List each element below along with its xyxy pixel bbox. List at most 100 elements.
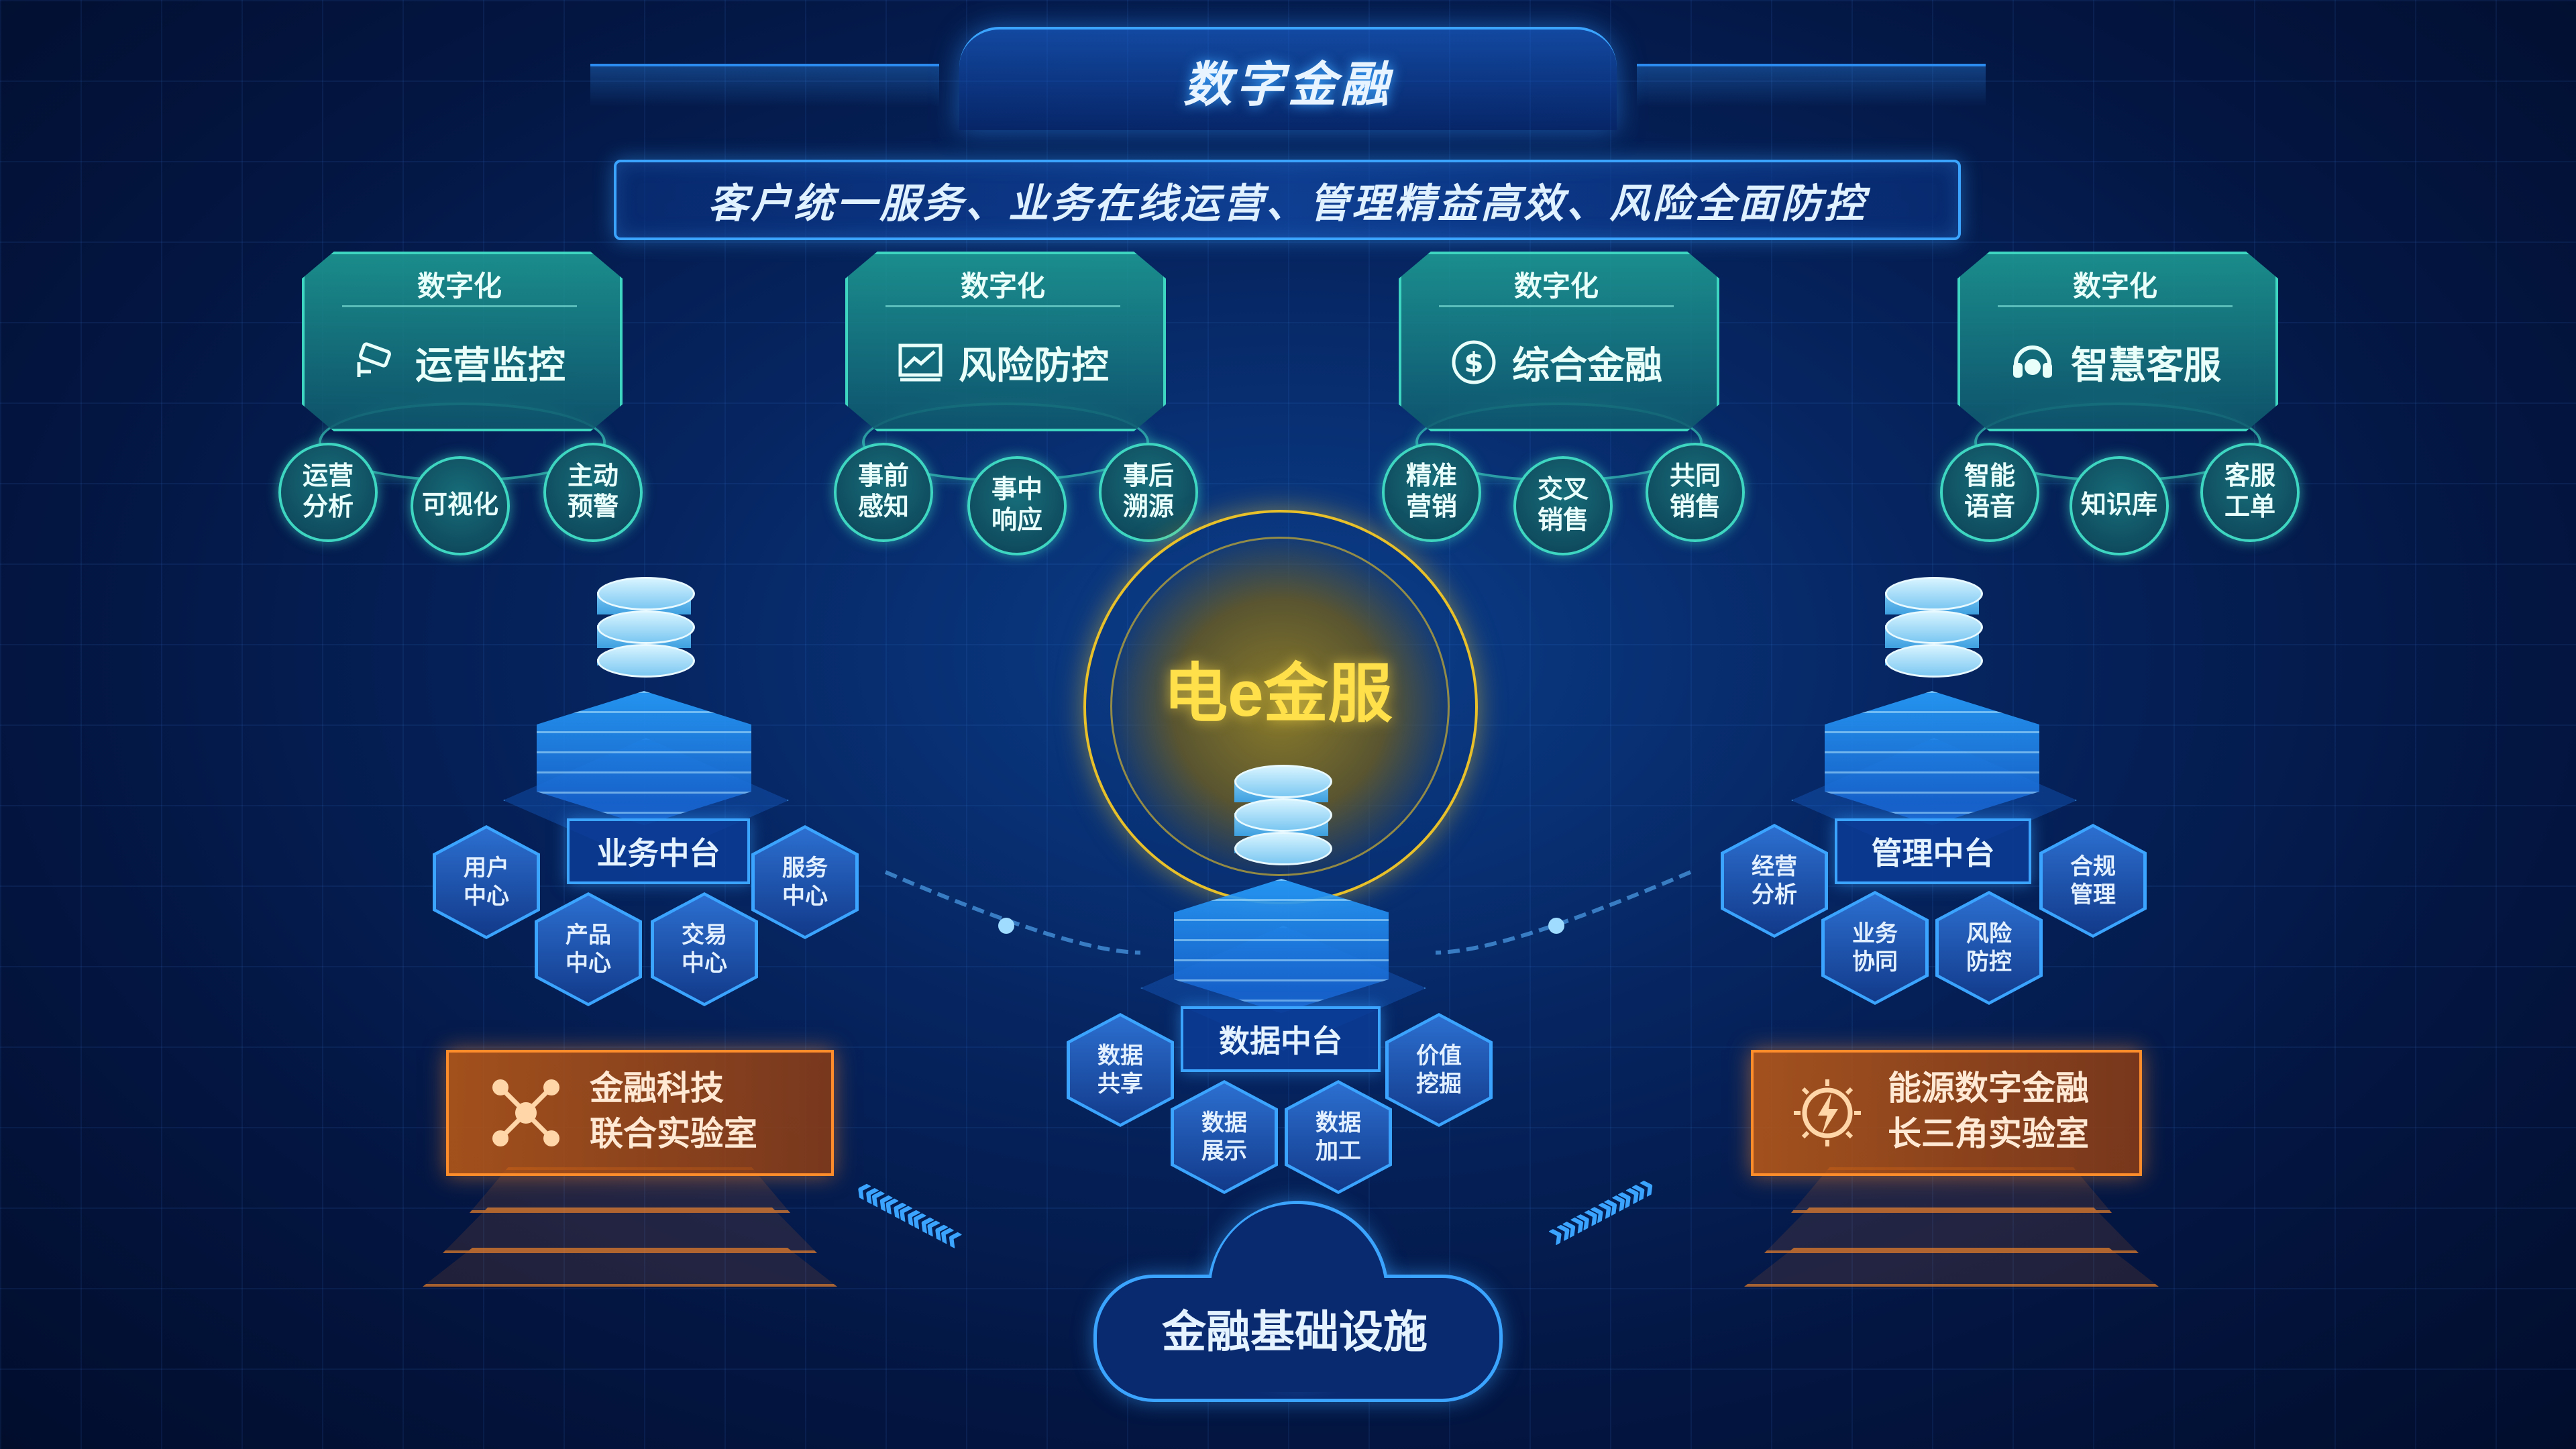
module-title-row: 智慧客服: [1957, 325, 2273, 399]
hex-label: 价值 挖掘: [1389, 1016, 1489, 1124]
hex-label: 服务 中心: [755, 828, 855, 936]
bubble-item[interactable]: 客服 工单: [2200, 443, 2300, 542]
module-divider: [885, 305, 1120, 307]
module-subtitle: 数字化: [960, 270, 1045, 302]
database-icon: [597, 577, 695, 678]
module-card: [1957, 252, 2278, 431]
page-title: 数字金融: [1183, 58, 1393, 112]
database-icon: [1234, 765, 1332, 865]
dollar-icon: $: [1452, 340, 1496, 384]
bubble-item[interactable]: 运营 分析: [278, 443, 378, 542]
module-title: 智慧客服: [2071, 343, 2221, 386]
bubble-item[interactable]: 智能 语音: [1940, 443, 2039, 542]
infrastructure-cloud[interactable]: [1093, 1194, 1503, 1402]
hex-label: 交易 中心: [654, 896, 755, 1003]
module-card: [1399, 252, 1719, 431]
lab-line2: 联合实验室: [590, 1114, 757, 1152]
lab-line1: 金融科技: [590, 1069, 724, 1107]
bubble-item[interactable]: 交叉 销售: [1513, 456, 1613, 555]
lab-line1: 能源数字金融: [1888, 1069, 2089, 1107]
hex-label: 产品 中心: [538, 896, 639, 1003]
bubble-item[interactable]: 共同 销售: [1646, 443, 1745, 542]
lab-title: 金融科技 联合实验室: [590, 1066, 757, 1157]
slogan-text: 客户统一服务、业务在线运营、管理精益高效、风险全面防控: [708, 180, 1867, 226]
hex-label: 数据 展示: [1174, 1083, 1275, 1191]
module-divider: [342, 305, 577, 307]
bubble-item[interactable]: 精准 营销: [1382, 443, 1481, 542]
infrastructure-label: 金融基础设施: [1162, 1307, 1428, 1356]
module-divider: [1439, 305, 1674, 307]
bubble-item[interactable]: 可视化: [411, 456, 510, 555]
core-title[interactable]: 电e金服: [1163, 657, 1393, 730]
hex-label: 数据 共享: [1070, 1016, 1171, 1124]
lab-stack-layer: [443, 1208, 817, 1253]
tower-lines: [537, 691, 751, 825]
lab-energy[interactable]: 能源数字金融 长三角实验室: [1751, 1050, 2142, 1176]
lightning-icon: [1794, 1079, 1861, 1146]
tower-lines: [1825, 691, 2039, 825]
database-icon: [1885, 577, 1983, 678]
hex-item[interactable]: 产品 中心: [535, 892, 642, 1006]
module-subtitle: 数字化: [1513, 270, 1599, 302]
business-tower: [503, 577, 789, 863]
hex-label: 业务 协同: [1825, 894, 1925, 1002]
module-divider: [1998, 305, 2233, 307]
management-tower: [1791, 577, 2077, 863]
bubble-item[interactable]: 事前 感知: [834, 443, 933, 542]
module-integrated-finance[interactable]: 数字化 $ 综合金融: [1399, 252, 1719, 533]
hex-label: 风险 防控: [1939, 894, 2039, 1002]
management-platform-label[interactable]: 管理中台: [1835, 818, 2031, 884]
hex-item[interactable]: 服务 中心: [751, 825, 859, 939]
network-icon: [492, 1079, 559, 1146]
hex-item[interactable]: 经营 分析: [1721, 824, 1828, 938]
hex-item[interactable]: 合规 管理: [2039, 824, 2147, 938]
module-title-row: 风险防控: [845, 325, 1161, 399]
lab-stack-layer: [423, 1248, 837, 1287]
hex-label: 用户 中心: [436, 828, 537, 936]
svg-text:$: $: [1464, 346, 1483, 379]
hex-item[interactable]: 业务 协同: [1821, 891, 1929, 1005]
tower-lines: [1174, 879, 1389, 1013]
module-smart-service[interactable]: 数字化 智慧客服: [1957, 252, 2278, 533]
module-card: [845, 252, 1166, 431]
lab-line2: 长三角实验室: [1888, 1114, 2089, 1152]
data-platform-label[interactable]: 数据中台: [1181, 1006, 1381, 1072]
hex-label: 数据 加工: [1288, 1083, 1389, 1191]
module-title-row: 运营监控: [302, 325, 617, 399]
hex-item[interactable]: 用户 中心: [433, 825, 540, 939]
lab-title: 能源数字金融 长三角实验室: [1888, 1066, 2089, 1157]
hex-label: 经营 分析: [1724, 827, 1825, 934]
hex-item[interactable]: 交易 中心: [651, 892, 758, 1006]
title-plate: 数字金融: [959, 27, 1617, 130]
module-card: [302, 252, 623, 431]
bubble-item[interactable]: 事后 溯源: [1099, 443, 1198, 542]
hex-item[interactable]: 数据 展示: [1171, 1080, 1278, 1194]
module-title: 运营监控: [415, 343, 566, 386]
bubble-item[interactable]: 主动 预警: [543, 443, 643, 542]
module-subtitle: 数字化: [2072, 270, 2157, 302]
lab-fintech[interactable]: 金融科技 联合实验室: [446, 1050, 834, 1176]
hex-item[interactable]: 数据 共享: [1067, 1013, 1174, 1127]
title-wing-left: [590, 64, 939, 107]
bubble-item[interactable]: 事中 响应: [967, 456, 1067, 555]
module-operation-monitoring[interactable]: 数字化 运营监控: [302, 252, 623, 533]
business-platform-label[interactable]: 业务中台: [567, 818, 750, 884]
chart-icon: [898, 343, 943, 382]
module-risk-control[interactable]: 数字化 风险防控: [845, 252, 1166, 533]
headset-icon: [2013, 345, 2052, 378]
module-title-row: $ 综合金融: [1399, 325, 1714, 399]
slogan-banner: 客户统一服务、业务在线运营、管理精益高效、风险全面防控: [614, 160, 1961, 240]
lab-stack-layer: [1764, 1208, 2139, 1253]
hex-item[interactable]: 风险 防控: [1935, 891, 2043, 1005]
module-title: 综合金融: [1512, 343, 1662, 386]
module-subtitle: 数字化: [417, 270, 502, 302]
module-title: 风险防控: [959, 343, 1109, 386]
lab-stack-layer: [1744, 1248, 2159, 1287]
hex-item[interactable]: 数据 加工: [1285, 1080, 1392, 1194]
bubble-item[interactable]: 知识库: [2070, 456, 2169, 555]
data-tower: [1140, 765, 1426, 1051]
camera-icon: [357, 342, 391, 377]
hex-item[interactable]: 价值 挖掘: [1385, 1013, 1493, 1127]
title-wing-right: [1637, 64, 1986, 107]
